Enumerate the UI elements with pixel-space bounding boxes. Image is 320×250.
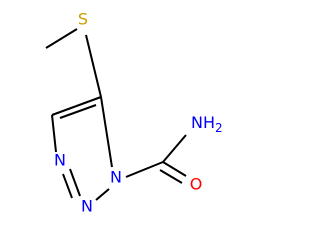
bond-n3-n2-double bbox=[62, 173, 73, 199]
bond-n3-n2 bbox=[69, 168, 81, 197]
atom-nitrogen-n2: N bbox=[81, 197, 93, 216]
bond-carbonyl-o bbox=[162, 161, 187, 177]
amide-nh2-subscript: 2 bbox=[215, 121, 223, 135]
atom-nitrogen-ring: N bbox=[110, 168, 122, 187]
atom-oxygen: O bbox=[190, 175, 203, 194]
bond-carbonyl-o-double bbox=[159, 169, 183, 184]
bond-n2-n1 bbox=[95, 188, 110, 201]
bond-n1-carbonyl bbox=[125, 161, 164, 178]
bond-methyl-s bbox=[45, 28, 78, 49]
atom-amide-nh2: NH2 bbox=[191, 113, 223, 135]
bond-c5-c4-double bbox=[59, 104, 97, 119]
bond-c5-c4 bbox=[51, 96, 102, 116]
bond-n1-c5 bbox=[100, 96, 113, 168]
atom-sulfur: S bbox=[78, 10, 88, 29]
amide-nh2-main: NH bbox=[191, 113, 215, 132]
structure-diagram: S N N N O NH2 bbox=[45, 10, 223, 216]
bond-s-c5 bbox=[85, 34, 102, 98]
atom-nitrogen-n3: N bbox=[54, 151, 66, 170]
bond-c4-n3 bbox=[51, 114, 57, 153]
bond-carbonyl-nh2 bbox=[162, 134, 187, 163]
